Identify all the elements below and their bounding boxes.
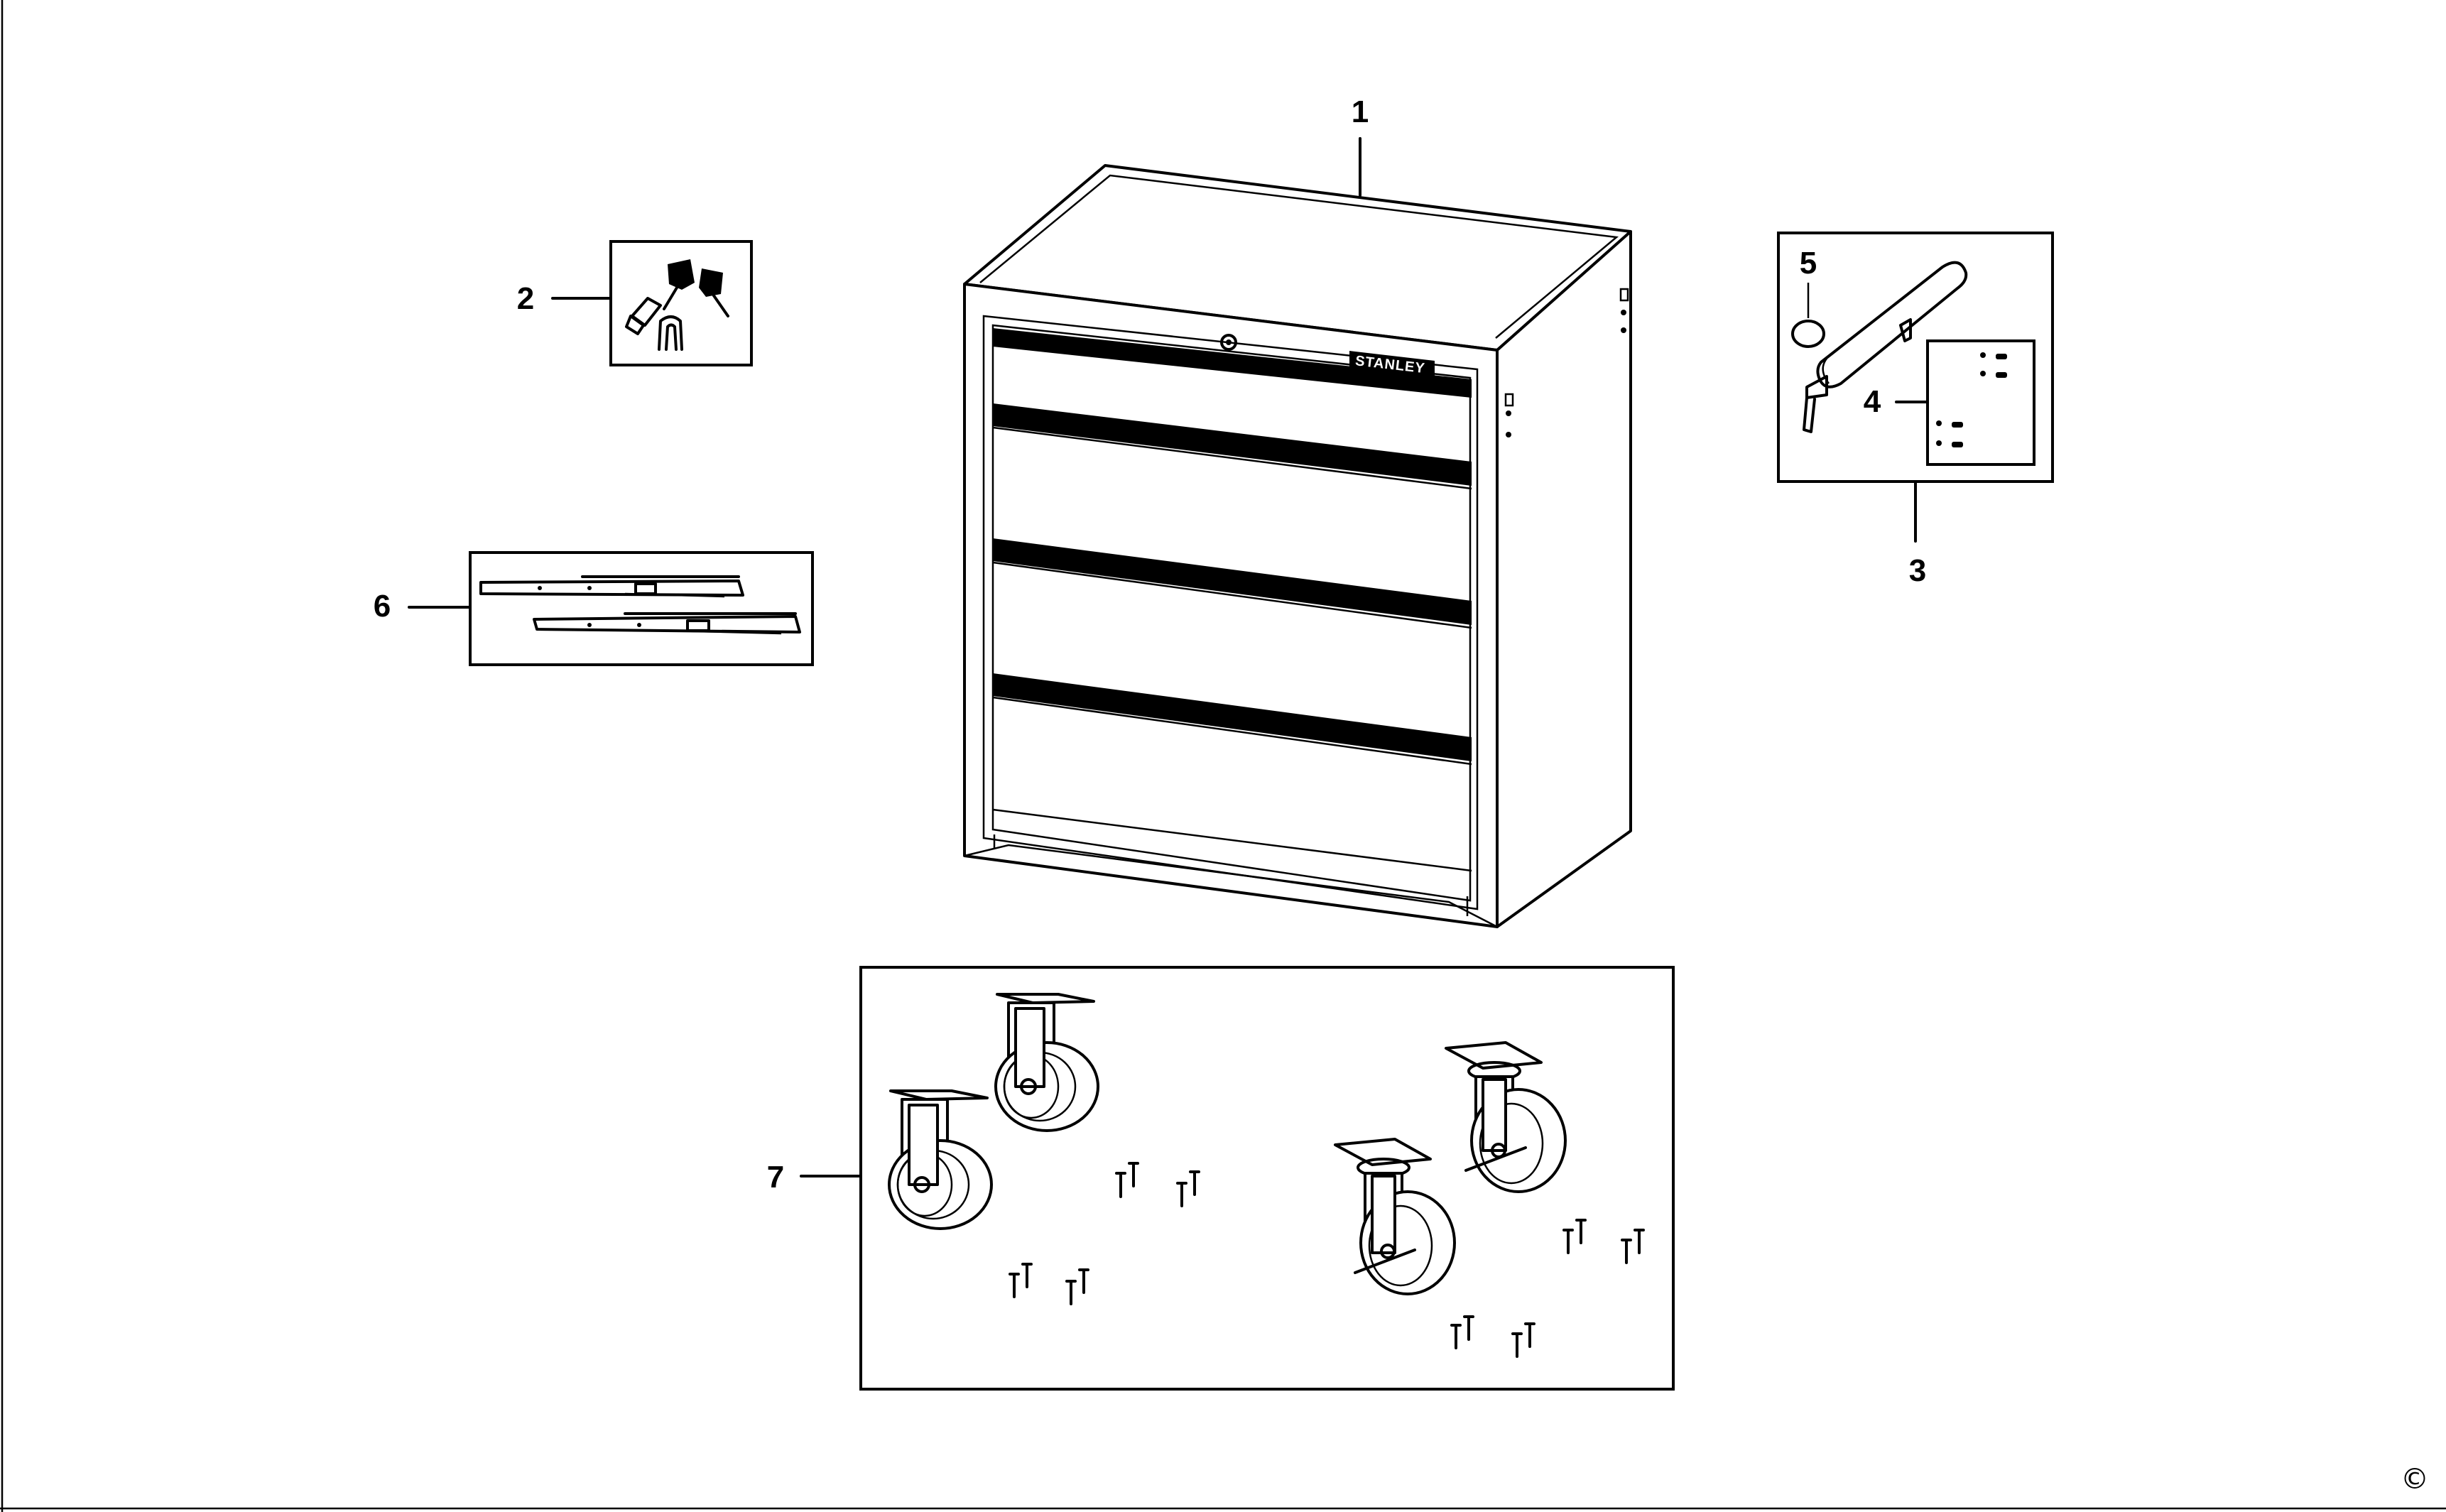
handle-kit-drawing: [1777, 232, 2054, 543]
lock-keys-drawing: [551, 240, 753, 366]
callout-1: 1: [1352, 94, 1369, 129]
cabinet-drawing: STANLEY: [963, 137, 1632, 928]
drawer-slides-drawing: [408, 551, 814, 666]
callout-6: 6: [374, 589, 391, 624]
callout-7: 7: [767, 1160, 784, 1195]
callout-4: 4: [1864, 384, 1881, 419]
callout-2: 2: [517, 281, 534, 316]
callout-5: 5: [1800, 246, 1817, 281]
castors-drawing: [800, 966, 1675, 1391]
copyright-mark: ©: [2401, 1463, 2429, 1496]
callout-3: 3: [1909, 553, 1926, 588]
